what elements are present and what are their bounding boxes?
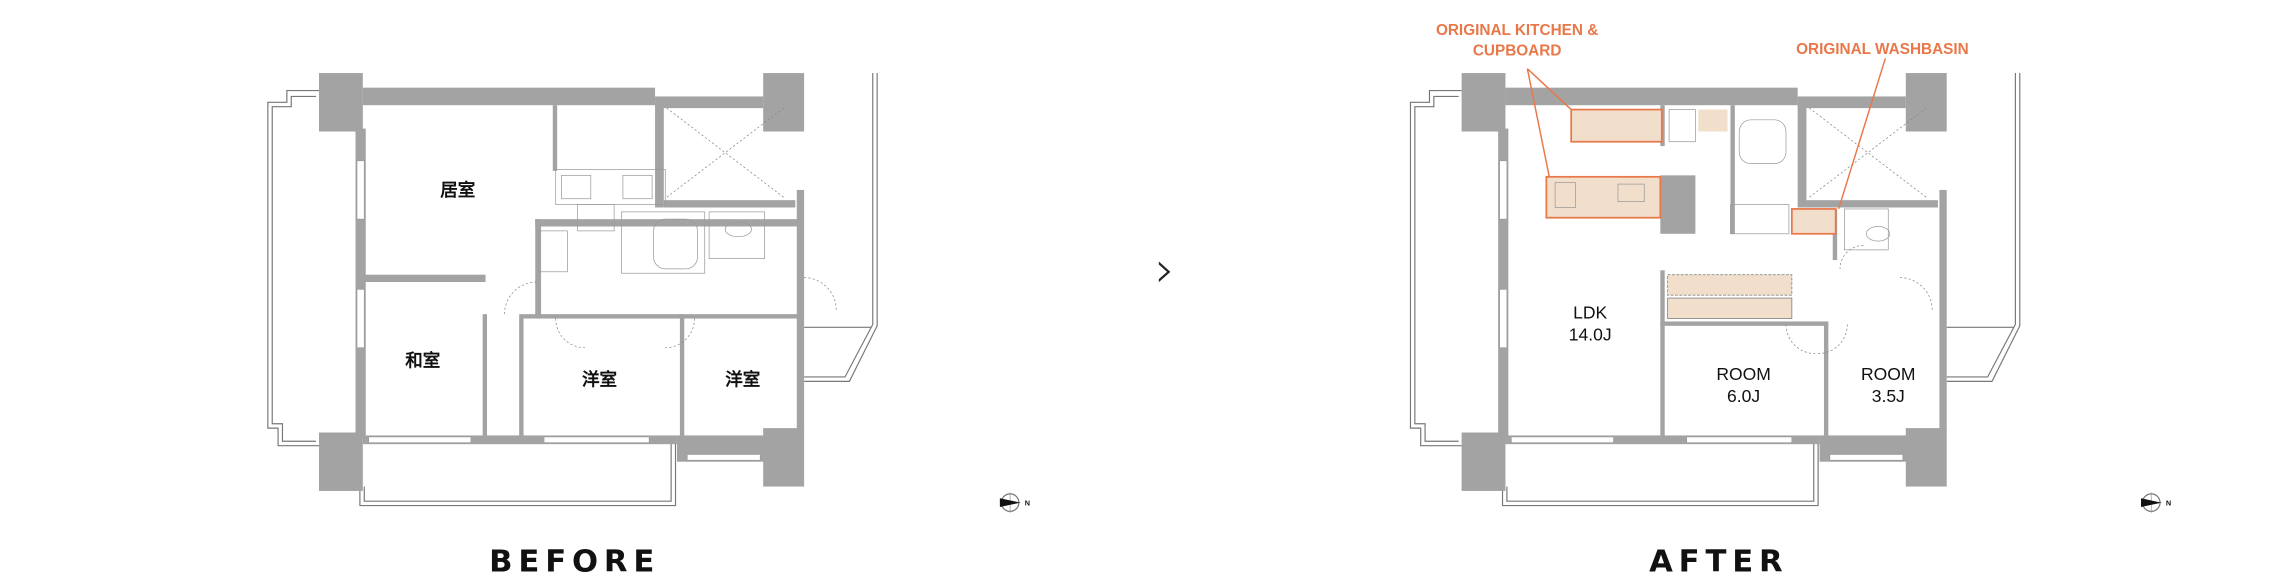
compass-north-label: N <box>1025 499 1030 508</box>
original-washbasin-highlight <box>1790 208 1837 235</box>
before-title: BEFORE <box>489 544 660 579</box>
room-label-ldk: LDK <box>1573 303 1607 323</box>
annotation-leader-lines <box>1526 58 1887 210</box>
compass-icon: N <box>999 492 1030 513</box>
compass-icon: N <box>2141 492 2171 513</box>
after-plan: ORIGINAL KITCHEN & CUPBOARD ORIGINAL WAS… <box>1409 22 2171 579</box>
original-kitchen-highlight <box>1545 175 1662 219</box>
room-size-room-1: 6.0J <box>1727 386 1760 406</box>
room-size-room-2: 3.5J <box>1872 386 1905 406</box>
room-label-room-1: ROOM <box>1716 364 1771 384</box>
before-plan-shell <box>267 72 878 507</box>
original-cupboard-highlight <box>1570 108 1663 143</box>
room-size-ldk: 14.0J <box>1569 324 1612 344</box>
after-title: AFTER <box>1649 544 1788 579</box>
room-label-japanese-room: 和室 <box>405 351 440 372</box>
room-label-living: 居室 <box>440 180 475 201</box>
compass-north-label: N <box>2166 499 2171 508</box>
annotation-kitchen-line1: ORIGINAL KITCHEN & <box>1436 22 1598 39</box>
room-label-western-room-1: 洋室 <box>582 370 617 391</box>
annotation-kitchen-line2: CUPBOARD <box>1473 43 1562 60</box>
room-label-room-2: ROOM <box>1861 364 1916 384</box>
annotation-washbasin: ORIGINAL WASHBASIN <box>1796 41 1969 58</box>
room-label-western-room-2: 洋室 <box>725 370 760 391</box>
arrow-icon: › <box>1155 240 1175 298</box>
before-plan: 居室 和室 洋室 洋室 N BEFORE <box>267 72 1030 579</box>
